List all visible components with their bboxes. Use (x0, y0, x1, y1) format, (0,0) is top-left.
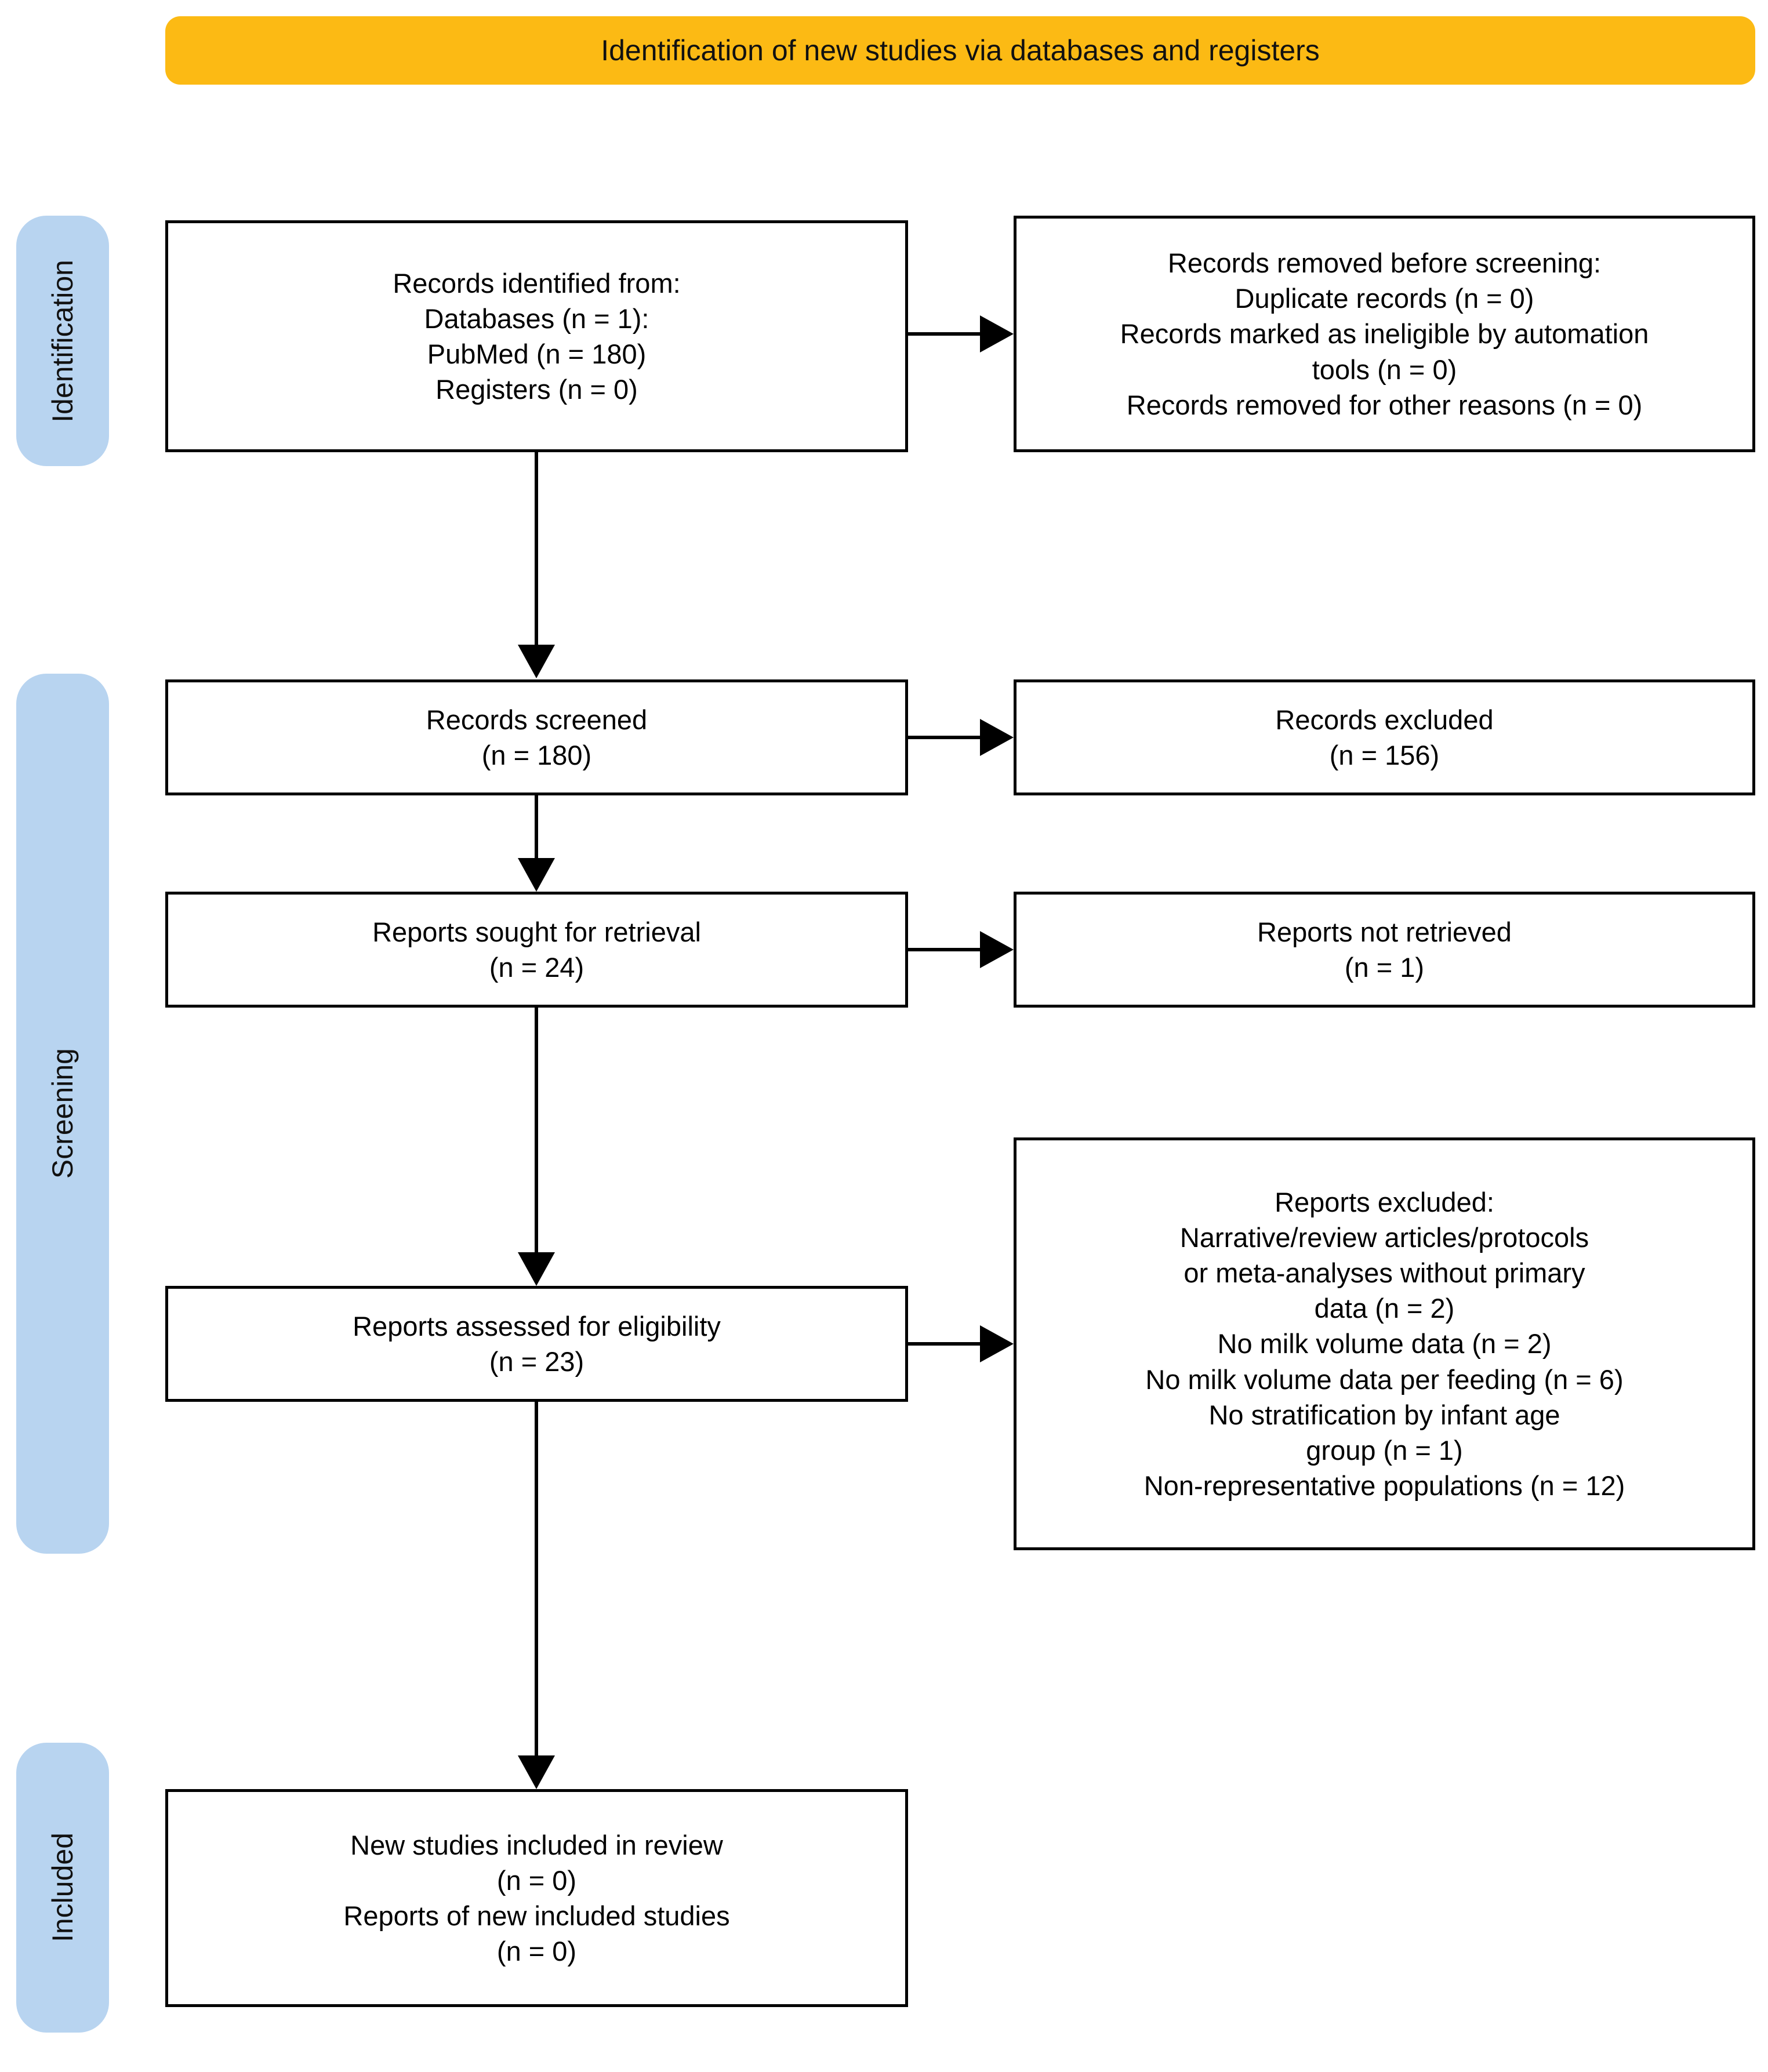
node-new-studies-included-text: New studies included in review (n = 0) R… (343, 1829, 730, 1967)
stage-label-included: Included (16, 1743, 109, 2033)
connector-assessed-to-reports-excluded-line (908, 1342, 982, 1346)
arrow-right-icon (980, 931, 1014, 968)
connector-screened-to-excluded-line (908, 736, 982, 739)
arrow-right-icon (980, 315, 1014, 352)
diagram-title: Identification of new studies via databa… (601, 34, 1320, 67)
diagram-header-banner: Identification of new studies via databa… (165, 16, 1755, 85)
connector-screened-to-sought-line (535, 795, 538, 858)
node-records-excluded-text: Records excluded (n = 156) (1275, 704, 1494, 770)
node-reports-sought-for-retrieval-text: Reports sought for retrieval (n = 24) (372, 916, 701, 983)
node-records-identified: Records identified from: Databases (n = … (165, 220, 908, 452)
node-reports-not-retrieved: Reports not retrieved (n = 1) (1014, 892, 1755, 1008)
node-reports-sought-for-retrieval: Reports sought for retrieval (n = 24) (165, 892, 908, 1008)
node-reports-excluded: Reports excluded: Narrative/review artic… (1014, 1137, 1755, 1550)
node-reports-assessed-for-eligibility-text: Reports assessed for eligibility (n = 23… (353, 1310, 721, 1377)
connector-sought-to-assessed-line (535, 1008, 538, 1252)
node-reports-not-retrieved-text: Reports not retrieved (n = 1) (1257, 916, 1512, 983)
node-records-removed-before-screening: Records removed before screening: Duplic… (1014, 216, 1755, 452)
stage-label-screening-text: Screening (46, 1048, 79, 1179)
connector-assessed-to-included-line (535, 1402, 538, 1755)
stage-label-identification: Identification (16, 216, 109, 466)
node-new-studies-included: New studies included in review (n = 0) R… (165, 1789, 908, 2007)
node-records-excluded: Records excluded (n = 156) (1014, 679, 1755, 795)
node-records-screened-text: Records screened (n = 180) (426, 704, 648, 770)
arrow-down-icon (518, 858, 555, 892)
arrow-down-icon (518, 645, 555, 678)
node-reports-assessed-for-eligibility: Reports assessed for eligibility (n = 23… (165, 1286, 908, 1402)
arrow-down-icon (518, 1252, 555, 1286)
stage-label-identification-text: Identification (46, 259, 79, 423)
node-records-identified-text: Records identified from: Databases (n = … (393, 267, 681, 405)
arrow-down-icon (518, 1755, 555, 1789)
connector-identified-to-screened-line (535, 452, 538, 645)
connector-identified-to-removed-line (908, 332, 982, 336)
stage-label-included-text: Included (46, 1833, 79, 1943)
node-records-screened: Records screened (n = 180) (165, 679, 908, 795)
arrow-right-icon (980, 1325, 1014, 1362)
node-records-removed-before-screening-text: Records removed before screening: Duplic… (1120, 248, 1649, 420)
arrow-right-icon (980, 719, 1014, 756)
node-reports-excluded-text: Reports excluded: Narrative/review artic… (1143, 1187, 1625, 1501)
stage-label-screening: Screening (16, 674, 109, 1554)
connector-sought-to-not-retrieved-line (908, 948, 982, 951)
